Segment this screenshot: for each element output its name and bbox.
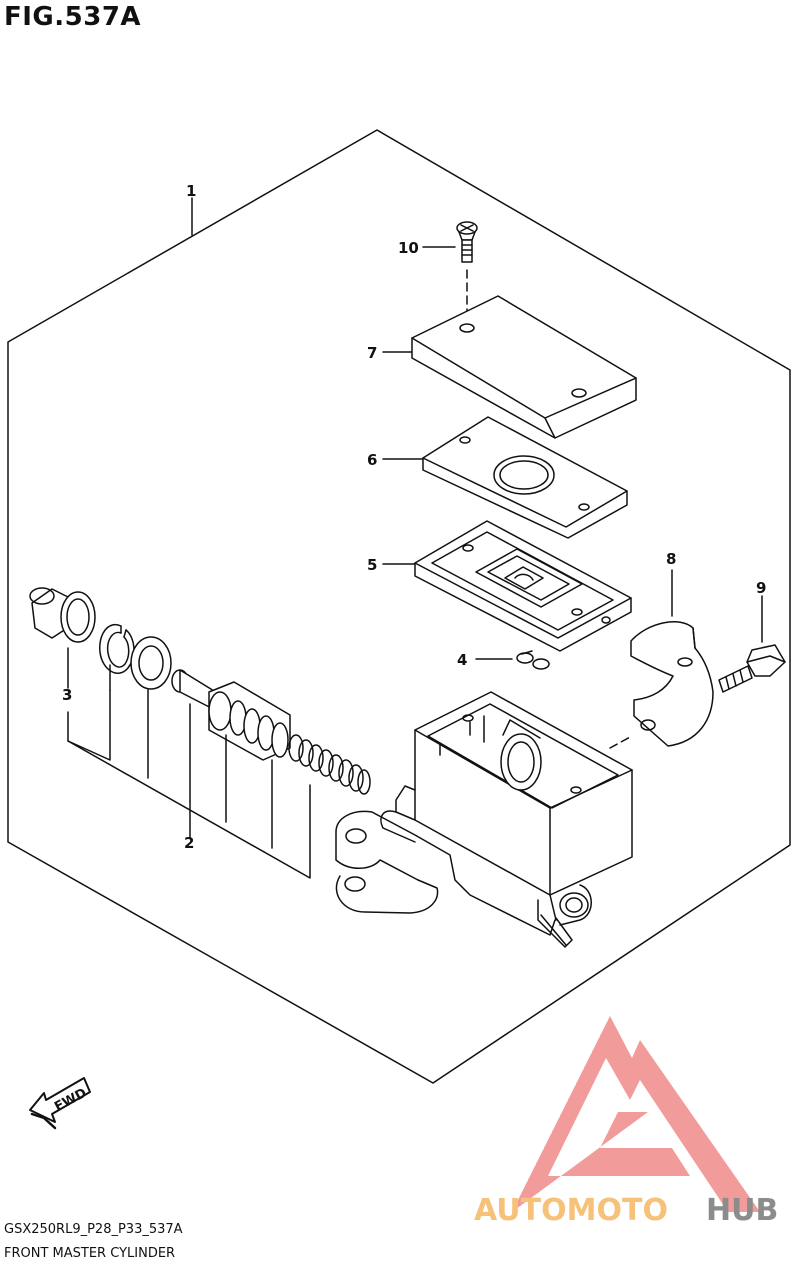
watermark-text-automoto: AUTOMOTO bbox=[474, 1193, 668, 1228]
diaphragm-plate-part-6 bbox=[422, 416, 628, 539]
callout-6: 6 bbox=[367, 451, 377, 469]
watermark-text-hub: HUB bbox=[706, 1193, 778, 1228]
leader-3-bracket bbox=[67, 689, 111, 761]
bolt-part-9 bbox=[718, 644, 786, 693]
master-cylinder-body bbox=[335, 691, 633, 948]
screw-part-10 bbox=[456, 221, 478, 317]
model-code: GSX250RL9_P28_P33_537A bbox=[4, 1222, 183, 1237]
callout-10: 10 bbox=[398, 239, 419, 257]
figure-title: FIG.537A bbox=[4, 2, 142, 32]
fwd-arrow-icon bbox=[29, 1077, 91, 1130]
watermark-logo bbox=[512, 1016, 760, 1212]
reservoir-cap-part-7 bbox=[411, 295, 637, 439]
spring-part bbox=[288, 734, 371, 795]
piston-part bbox=[171, 669, 291, 761]
callout-9: 9 bbox=[756, 579, 766, 597]
callout-8: 8 bbox=[666, 550, 676, 568]
diaphragm-part-5 bbox=[414, 520, 632, 652]
leader-2-bracket bbox=[67, 740, 311, 879]
clip-part-4 bbox=[516, 650, 550, 670]
callout-2: 2 bbox=[184, 834, 194, 852]
callout-5: 5 bbox=[367, 556, 377, 574]
callout-3: 3 bbox=[62, 686, 72, 704]
callout-7: 7 bbox=[367, 344, 377, 362]
watermark-triangle-shape bbox=[512, 1016, 760, 1212]
washer-part bbox=[130, 636, 172, 690]
kit-boundary-outline bbox=[7, 129, 791, 1084]
boot-part-3 bbox=[29, 587, 96, 643]
holder-part-8 bbox=[630, 621, 714, 747]
callout-4: 4 bbox=[457, 651, 467, 669]
callout-1: 1 bbox=[186, 182, 196, 200]
figure-description: FRONT MASTER CYLINDER bbox=[4, 1246, 176, 1261]
circlip-part bbox=[99, 623, 135, 674]
